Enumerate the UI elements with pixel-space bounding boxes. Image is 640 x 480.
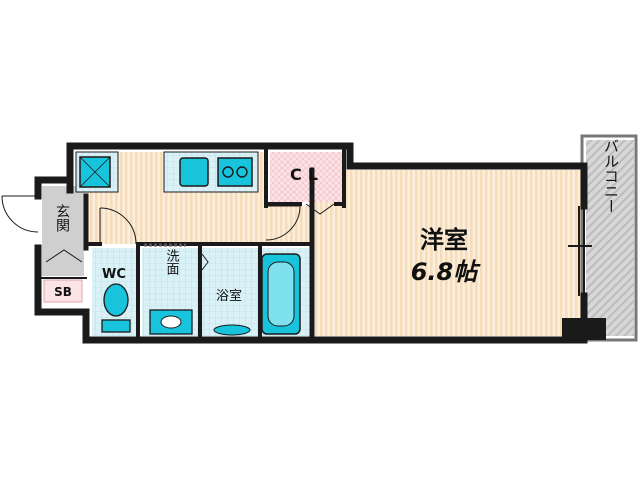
entrance-step bbox=[45, 249, 83, 263]
bathroom-label: 浴室 bbox=[216, 288, 242, 304]
walls bbox=[34, 142, 588, 344]
doors bbox=[1, 195, 335, 271]
fridge-cross bbox=[79, 156, 111, 188]
kitchen-sink bbox=[179, 157, 209, 187]
bath-stool bbox=[213, 324, 251, 336]
wash-basin bbox=[149, 309, 193, 335]
closet-floor bbox=[270, 152, 344, 202]
entrance-floor bbox=[42, 186, 84, 276]
shoebox-label: SB bbox=[54, 285, 72, 299]
balcony-outline bbox=[580, 134, 638, 342]
corridor-floor bbox=[260, 206, 312, 246]
western-room-size: 6.8帖 bbox=[411, 258, 482, 286]
bathtub-inner bbox=[267, 261, 295, 327]
basin-bowl bbox=[160, 315, 182, 329]
shoebox bbox=[43, 279, 83, 303]
western-room-label: 洋室 bbox=[420, 226, 468, 254]
burner-icon bbox=[236, 166, 248, 178]
closet-label: CL bbox=[290, 165, 324, 184]
western-room-floor bbox=[312, 170, 582, 336]
window bbox=[568, 206, 592, 296]
balcony-label: バルコニー bbox=[602, 139, 620, 214]
burner-icon bbox=[222, 166, 234, 178]
entrance-label: 玄関 bbox=[54, 203, 70, 233]
balcony-floor bbox=[586, 140, 634, 336]
toilet-label: WC bbox=[102, 267, 126, 282]
toilet-tank bbox=[101, 319, 131, 333]
toilet-bowl bbox=[103, 283, 129, 317]
washroom-label: 洗面 bbox=[164, 249, 180, 275]
column bbox=[562, 318, 606, 340]
